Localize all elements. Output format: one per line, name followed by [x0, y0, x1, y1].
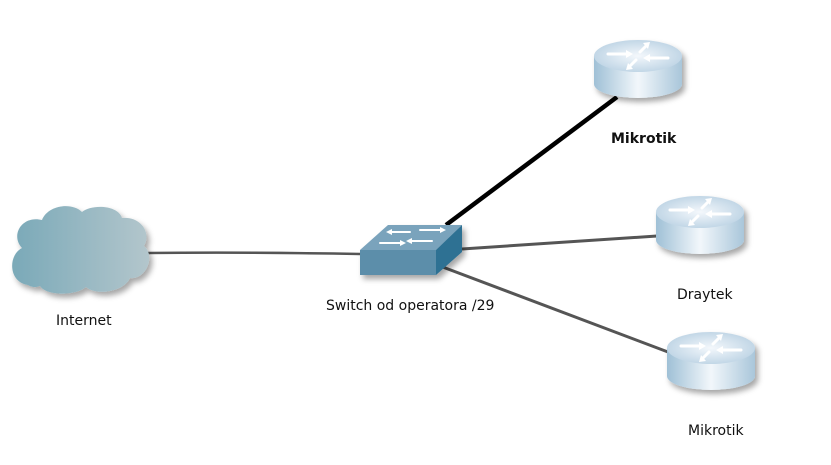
internet-label: Internet	[56, 313, 112, 329]
switch-icon	[360, 225, 462, 275]
links	[147, 95, 669, 354]
router-bottom-icon	[667, 332, 755, 390]
link-switch-router-top	[444, 95, 619, 227]
switch-label: Switch od operatora /29	[326, 298, 495, 314]
router-top-label: Mikrotik	[611, 131, 677, 147]
internet-cloud-icon	[12, 206, 150, 294]
router-draytek-icon	[656, 196, 744, 254]
router-bottom-label: Mikrotik	[688, 423, 744, 439]
router-top-icon	[594, 40, 682, 98]
link-internet-switch	[147, 251, 361, 256]
link-switch-router-bottom	[439, 264, 669, 354]
router-draytek-label: Draytek	[677, 287, 733, 303]
link-switch-draytek	[461, 234, 658, 251]
